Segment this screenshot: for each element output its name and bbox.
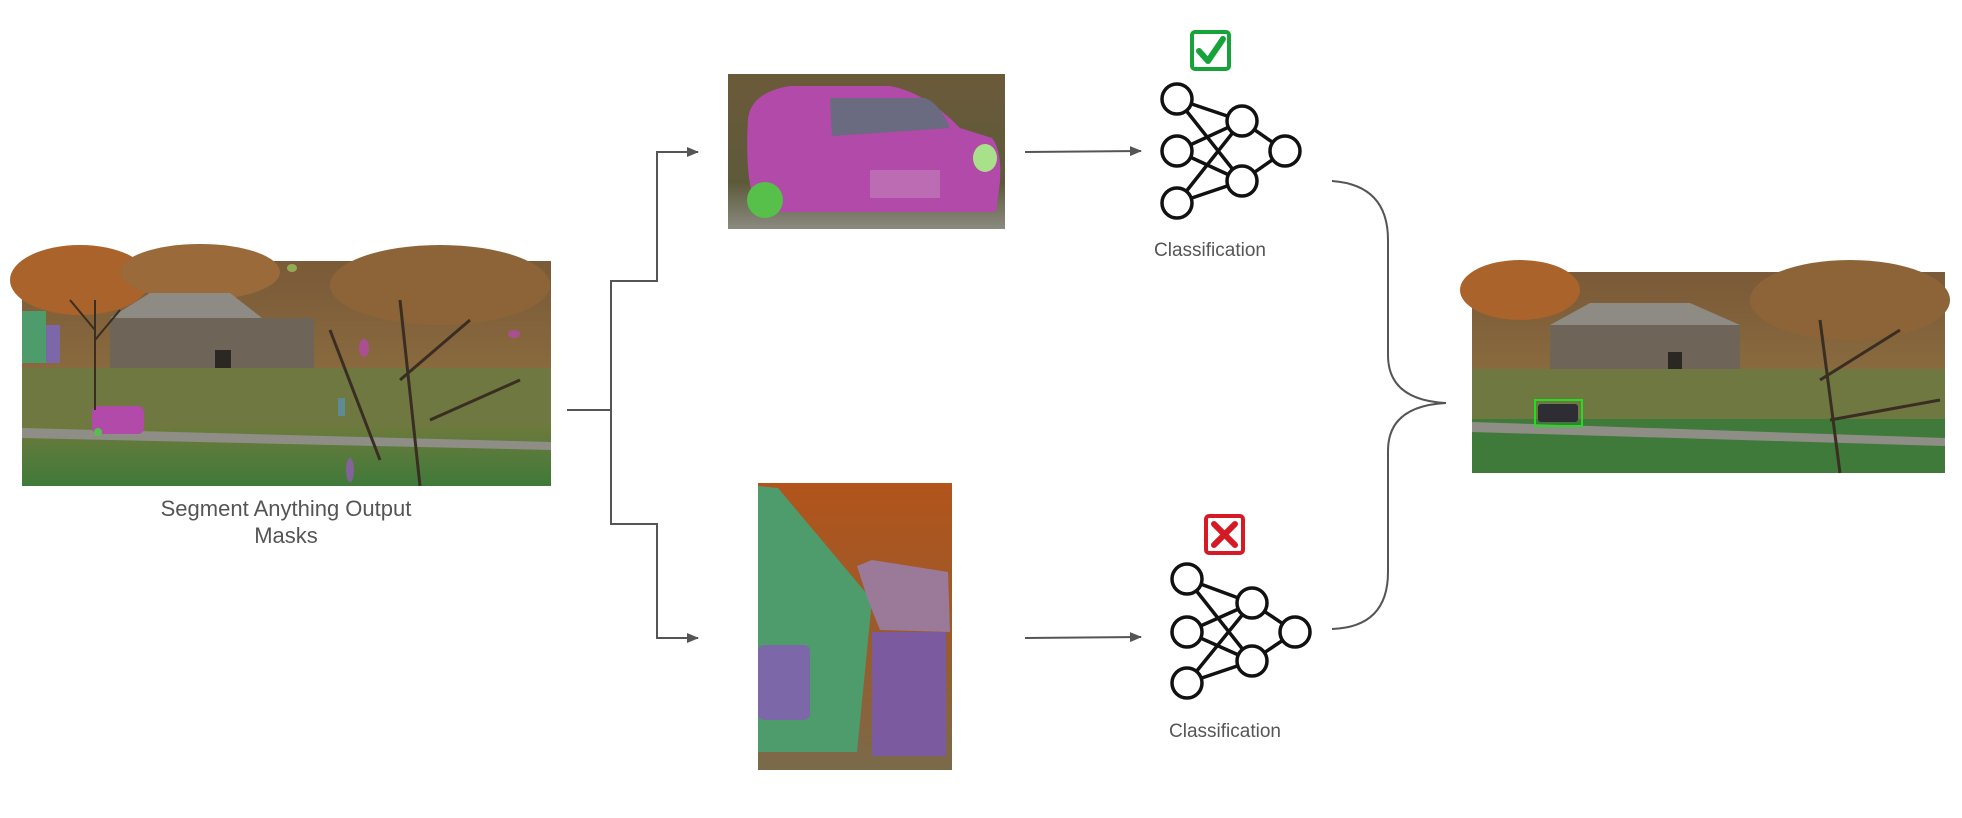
branch-connectors xyxy=(567,147,699,643)
classification-label-bottom: Classification xyxy=(1169,721,1281,742)
car-mask-crop xyxy=(728,74,1005,229)
neural-network-icon xyxy=(1160,82,1302,220)
classification-label-top: Classification xyxy=(1154,240,1266,261)
car-detection-box xyxy=(1534,399,1583,427)
sam-output-image xyxy=(10,244,551,487)
merge-brace xyxy=(1331,180,1447,630)
classifier-arrows xyxy=(1024,146,1142,643)
neural-network-icon xyxy=(1170,562,1312,700)
check-icon xyxy=(1190,30,1231,71)
house-mask-crop xyxy=(758,483,952,770)
cross-icon xyxy=(1204,514,1245,555)
detection-result-image xyxy=(1460,260,1950,474)
sam-output-caption: Segment Anything Output Masks xyxy=(160,496,412,548)
